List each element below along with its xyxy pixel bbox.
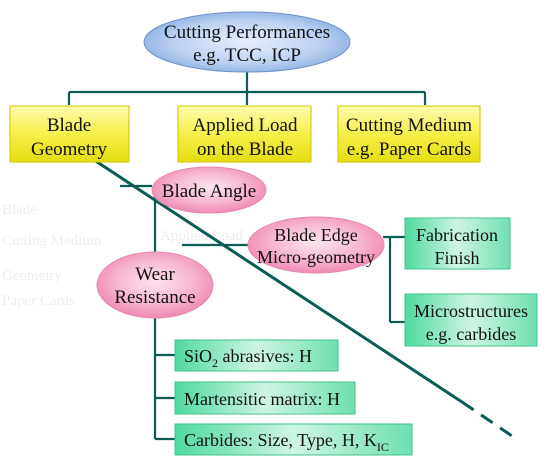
category-label-2: Geometry bbox=[31, 139, 107, 160]
blade-edge-label-1: Blade Edge bbox=[274, 225, 357, 245]
sio2-label: SiO2 abrasives: H bbox=[184, 346, 312, 370]
factor-sio2-abrasives: SiO2 abrasives: H bbox=[174, 339, 339, 372]
root-node-cutting-performances: Cutting Performances e.g. TCC, ICP bbox=[143, 11, 351, 73]
carbides-subscript: IC bbox=[377, 440, 389, 454]
category-label-1: Applied Load bbox=[192, 115, 298, 136]
martensitic-label: Martensitic matrix: H bbox=[184, 389, 340, 409]
svg-text:Blade: Blade bbox=[2, 202, 37, 218]
category-applied-load: Applied Load on the Blade bbox=[177, 105, 312, 163]
carbides-label: Carbides: Size, Type, H, KIC bbox=[184, 430, 389, 454]
factor-martensitic-matrix: Martensitic matrix: H bbox=[174, 381, 356, 415]
wear-label-1: Wear bbox=[135, 264, 175, 285]
category-label-2: on the Blade bbox=[197, 139, 293, 160]
node-fabrication-finish: Fabrication Finish bbox=[404, 217, 511, 270]
microstructures-label-1: Microstructures bbox=[414, 301, 528, 321]
fabrication-label-2: Finish bbox=[434, 248, 479, 268]
svg-text:Paper Cards: Paper Cards bbox=[2, 293, 75, 309]
microstructures-label-2: e.g. carbides bbox=[426, 324, 516, 344]
factor-carbides: Carbides: Size, Type, H, KIC bbox=[174, 423, 413, 456]
category-blade-geometry: Blade Geometry bbox=[9, 105, 130, 163]
svg-text:Geometry: Geometry bbox=[2, 268, 62, 284]
node-blade-angle: Blade Angle bbox=[151, 166, 267, 214]
sio2-subscript: 2 bbox=[212, 356, 218, 370]
svg-text:Applied Load: Applied Load bbox=[160, 228, 243, 244]
node-blade-edge: Blade Edge Micro-geometry bbox=[247, 216, 385, 274]
diagonal-solid-line bbox=[87, 154, 463, 404]
blade-edge-label-2: Micro-geometry bbox=[257, 247, 375, 267]
sio2-rest: abrasives: H bbox=[218, 346, 312, 366]
ghost-background-text: Blade Cutting Medium Geometry Paper Card… bbox=[2, 202, 243, 309]
node-wear-resistance: Wear Resistance bbox=[96, 251, 214, 319]
category-cutting-medium: Cutting Medium e.g. Paper Cards bbox=[337, 105, 481, 163]
connector-lines bbox=[67, 70, 516, 441]
category-label-1: Blade bbox=[47, 115, 91, 136]
category-label-2: e.g. Paper Cards bbox=[347, 139, 472, 160]
diagonal-dashed-line bbox=[461, 400, 516, 440]
sio2-main: SiO bbox=[184, 346, 212, 366]
wear-label-2: Resistance bbox=[114, 287, 195, 308]
node-microstructures: Microstructures e.g. carbides bbox=[404, 293, 538, 347]
svg-text:Cutting Medium: Cutting Medium bbox=[2, 233, 102, 249]
root-subtitle: e.g. TCC, ICP bbox=[193, 45, 301, 66]
category-label-1: Cutting Medium bbox=[346, 115, 472, 136]
blade-angle-label: Blade Angle bbox=[162, 181, 256, 202]
fabrication-label-1: Fabrication bbox=[416, 225, 498, 245]
root-title: Cutting Performances bbox=[164, 22, 330, 43]
carbides-main: Carbides: Size, Type, H, K bbox=[184, 430, 377, 450]
